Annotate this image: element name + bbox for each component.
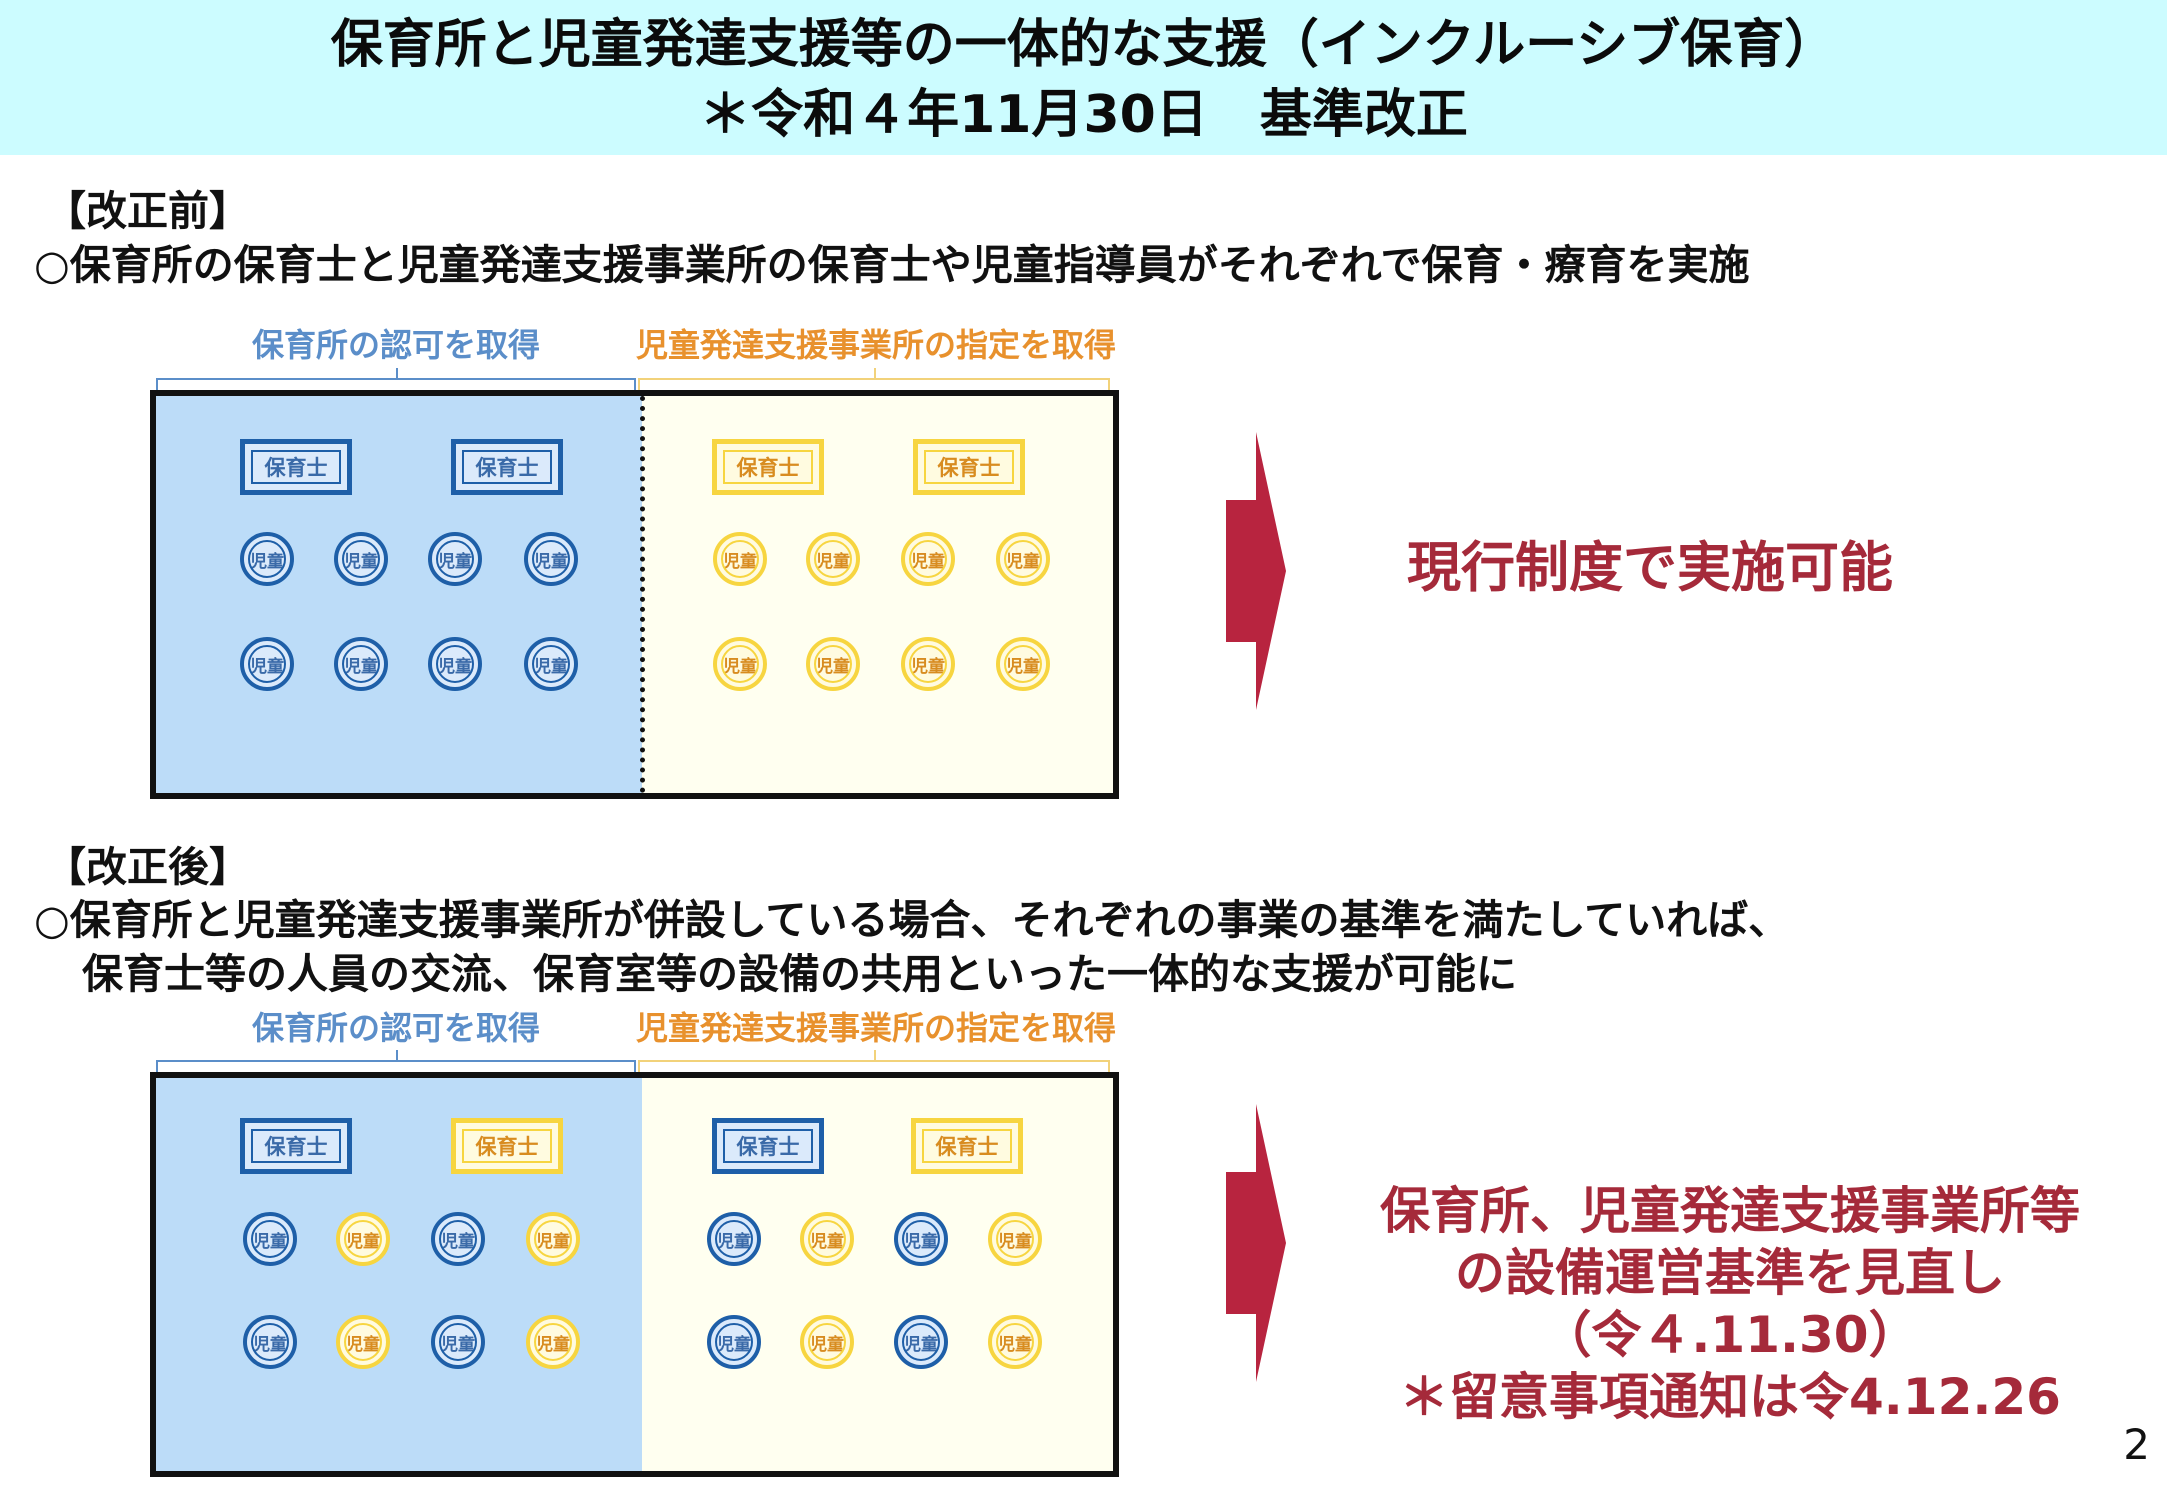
before-brace-support: [638, 368, 1110, 392]
child-circle: 児童: [988, 1315, 1042, 1369]
child-circle: 児童: [428, 637, 482, 691]
after-diagram-box: 保育士保育士保育士保育士児童児童児童児童児童児童児童児童児童児童児童児童児童児童…: [150, 1072, 1119, 1477]
after-brace-nursery: [156, 1050, 636, 1074]
after-result-line4: ＊留意事項通知は令4.12.26: [1399, 1368, 2061, 1426]
child-circle: 児童: [428, 532, 482, 586]
after-caption-support: 児童発達支援事業所の指定を取得: [636, 1009, 1117, 1047]
page-number: 2: [2123, 1420, 2150, 1469]
child-circle: 児童: [336, 1212, 390, 1266]
child-circle: 児童: [894, 1315, 948, 1369]
child-circle: 児童: [707, 1315, 761, 1369]
after-result-block: 保育所、児童発達支援事業所等 の設備運営基準を見直し （令４.11.30） ＊留…: [1320, 1180, 2140, 1428]
after-brace-support: [638, 1050, 1110, 1074]
after-result-line1: 保育所、児童発達支援事業所等: [1380, 1182, 2080, 1240]
before-result-text: 現行制度で実施可能: [1407, 536, 1893, 599]
child-circle: 児童: [524, 637, 578, 691]
child-circle: 児童: [894, 1212, 948, 1266]
child-circle: 児童: [431, 1212, 485, 1266]
header-banner: 保育所と児童発達支援等の一体的な支援（インクルーシブ保育） ＊令和４年11月30…: [0, 0, 2167, 155]
staff-card: 保育士: [913, 439, 1025, 495]
child-circle: 児童: [800, 1315, 854, 1369]
after-result-line3: （令４.11.30）: [1541, 1306, 1919, 1364]
staff-card: 保育士: [911, 1118, 1023, 1174]
before-nursery-zone: [156, 396, 642, 793]
before-diagram-box: 保育士保育士保育士保育士児童児童児童児童児童児童児童児童児童児童児童児童児童児童…: [150, 390, 1119, 799]
child-circle: 児童: [901, 532, 955, 586]
child-circle: 児童: [243, 1315, 297, 1369]
child-circle: 児童: [524, 532, 578, 586]
after-result-line2: の設備運営基準を見直し: [1455, 1244, 2005, 1302]
child-circle: 児童: [336, 1315, 390, 1369]
after-description-line2: 保育士等の人員の交流、保育室等の設備の共用といった一体的な支援が可能に: [82, 950, 1517, 998]
page-subtitle: ＊令和４年11月30日 基準改正: [699, 85, 1468, 145]
before-dotted-divider: [640, 396, 645, 793]
child-circle: 児童: [996, 637, 1050, 691]
child-circle: 児童: [806, 637, 860, 691]
child-circle: 児童: [713, 532, 767, 586]
after-arrow-icon: [1226, 1104, 1286, 1382]
before-description: ○保育所の保育士と児童発達支援事業所の保育士や児童指導員がそれぞれで保育・療育を…: [34, 241, 1750, 289]
before-heading: 【改正前】: [45, 187, 250, 235]
child-circle: 児童: [996, 532, 1050, 586]
child-circle: 児童: [806, 532, 860, 586]
child-circle: 児童: [334, 637, 388, 691]
child-circle: 児童: [713, 637, 767, 691]
child-circle: 児童: [334, 532, 388, 586]
after-heading: 【改正後】: [45, 843, 250, 891]
child-circle: 児童: [243, 1212, 297, 1266]
before-caption-support: 児童発達支援事業所の指定を取得: [636, 326, 1117, 364]
child-circle: 児童: [526, 1315, 580, 1369]
child-circle: 児童: [800, 1212, 854, 1266]
staff-card: 保育士: [451, 439, 563, 495]
before-arrow-icon: [1226, 432, 1286, 710]
child-circle: 児童: [901, 637, 955, 691]
staff-card: 保育士: [712, 439, 824, 495]
staff-card: 保育士: [712, 1118, 824, 1174]
after-description-line1: ○保育所と児童発達支援事業所が併設している場合、それぞれの事業の基準を満たしてい…: [34, 896, 1790, 944]
after-nursery-zone: [156, 1078, 642, 1471]
child-circle: 児童: [707, 1212, 761, 1266]
staff-card: 保育士: [240, 439, 352, 495]
staff-card: 保育士: [240, 1118, 352, 1174]
child-circle: 児童: [526, 1212, 580, 1266]
page-title: 保育所と児童発達支援等の一体的な支援（インクルーシブ保育）: [330, 15, 1837, 75]
child-circle: 児童: [240, 637, 294, 691]
after-caption-nursery: 保育所の認可を取得: [251, 1009, 540, 1047]
before-brace-nursery: [156, 368, 636, 392]
staff-card: 保育士: [451, 1118, 563, 1174]
child-circle: 児童: [431, 1315, 485, 1369]
before-caption-nursery: 保育所の認可を取得: [251, 326, 540, 364]
child-circle: 児童: [988, 1212, 1042, 1266]
child-circle: 児童: [240, 532, 294, 586]
